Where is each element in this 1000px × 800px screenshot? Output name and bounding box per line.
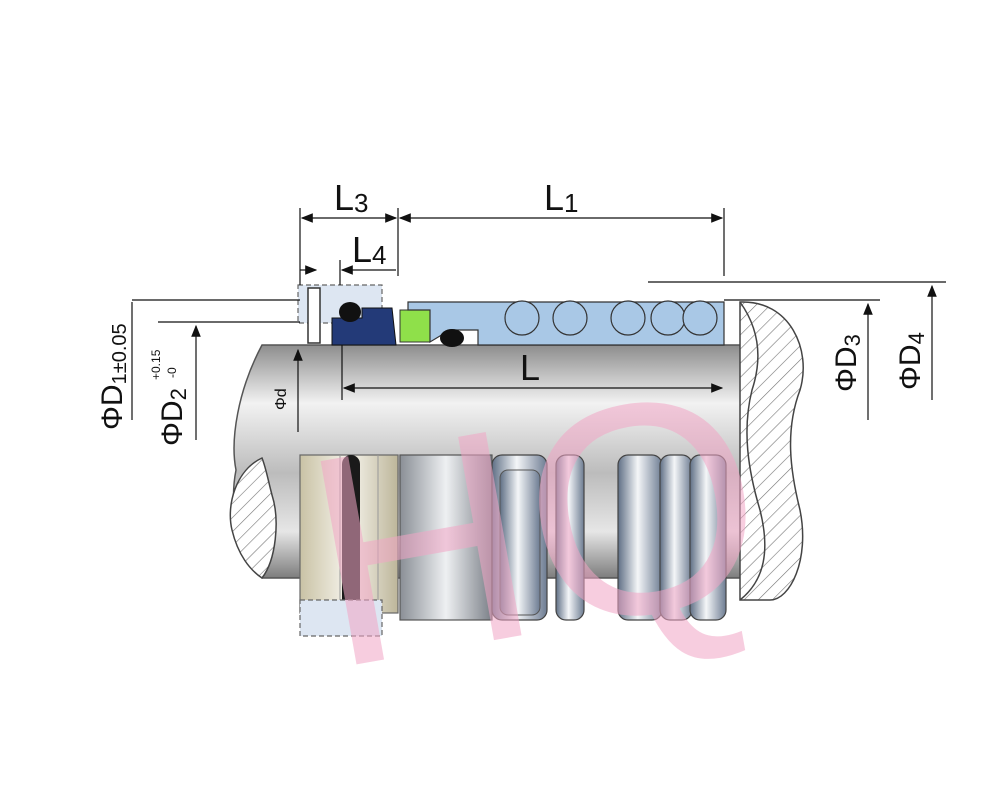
label-L3: L3 bbox=[334, 177, 369, 218]
label-D2: ΦD2 bbox=[156, 388, 191, 446]
o-ring-top bbox=[339, 302, 361, 322]
seal-cross-section bbox=[297, 284, 725, 347]
spring-coils bbox=[491, 454, 727, 621]
label-D3: ΦD3 bbox=[830, 334, 865, 392]
anti-rotation-pin bbox=[307, 287, 321, 344]
dimension-lines bbox=[131, 208, 946, 440]
seat-o-ring bbox=[342, 455, 360, 615]
label-D1: ΦD1±0.05 bbox=[96, 323, 131, 430]
label-L4: L4 bbox=[352, 229, 387, 270]
label-D4: ΦD4 bbox=[894, 332, 929, 390]
gland-outline-lower bbox=[299, 599, 383, 637]
spring-coil-sections bbox=[504, 300, 718, 336]
shaft-left-section bbox=[229, 456, 277, 580]
o-ring-small bbox=[440, 329, 464, 347]
label-d: Φd bbox=[273, 388, 290, 410]
dimension-labels: L3 L1 L4 L Φd ΦD1±0.05 ΦD2 +0.15 -0 ΦD3 … bbox=[96, 177, 929, 446]
label-D2-tol-lower: -0 bbox=[165, 367, 179, 378]
green-ring bbox=[399, 309, 431, 343]
label-L: L bbox=[520, 347, 540, 388]
label-L1: L1 bbox=[544, 177, 579, 218]
stationary-seat-section bbox=[331, 307, 397, 346]
label-D2-tol-upper: +0.15 bbox=[149, 349, 163, 380]
seal-body-rendered bbox=[299, 454, 727, 637]
